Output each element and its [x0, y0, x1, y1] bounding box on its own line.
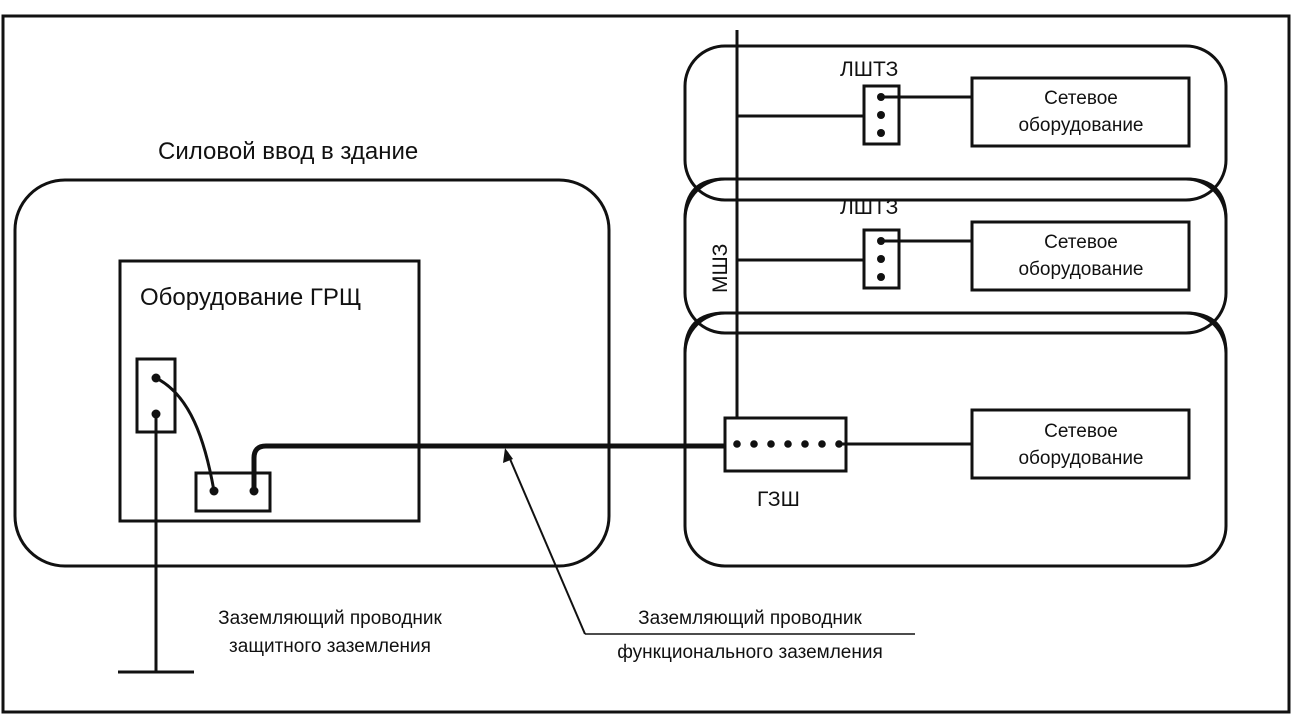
lsht-1-contact-3 [877, 129, 885, 137]
network-equipment-3-line1: Сетевое [1044, 421, 1118, 442]
lsht-1-contact-2 [877, 111, 885, 119]
protective-ground-label-line1: Заземляющий проводник [218, 608, 442, 629]
rack-section-3-top [683, 311, 1228, 354]
lsht-label-1: ЛШТЗ [840, 58, 898, 81]
rack-section-1 [683, 44, 1228, 202]
gzsh-contact-2 [750, 440, 758, 448]
building-input-area [13, 178, 611, 568]
lsht-label-2: ЛШТЗ [840, 196, 898, 219]
grsh-equipment-label: Оборудование ГРЩ [140, 284, 361, 311]
functional-ground-label-line2: функционального заземления [617, 642, 883, 663]
functional-ground-pointer-arrowhead [503, 448, 513, 463]
pe-to-bus-link [155, 376, 216, 492]
grsh-equipment-box [118, 259, 421, 523]
lsht-2-contact-2 [877, 255, 885, 263]
functional-ground-conductor [251, 443, 734, 491]
functional-ground-label-line1: Заземляющий проводник [638, 608, 862, 629]
lsht-2-contact-3 [877, 273, 885, 281]
gzsh-contact-4 [784, 440, 792, 448]
grsh-bus-bar [194, 471, 272, 513]
network-equipment-2-line1: Сетевое [1044, 232, 1118, 253]
gzsh-contact-3 [767, 440, 775, 448]
network-equipment-3-line2: оборудование [1018, 448, 1143, 469]
network-equipment-box-1 [970, 76, 1191, 148]
network-equipment-2-line2: оборудование [1018, 259, 1143, 280]
network-equipment-box-3 [970, 408, 1191, 480]
functional-ground-pointer [506, 451, 586, 635]
outer-frame [1, 14, 1291, 714]
gzsh-contact-1 [733, 440, 741, 448]
network-equipment-box-2 [970, 220, 1191, 292]
network-equipment-1-line1: Сетевое [1044, 88, 1118, 109]
building-input-title: Силовой ввод в здание [158, 138, 418, 165]
gzsh-contact-5 [801, 440, 809, 448]
protective-ground-label-line2: защитного заземления [229, 636, 431, 657]
ms-label: МШЗ [709, 244, 732, 293]
rack-section-2-top [683, 177, 1228, 220]
gzsh-contact-6 [818, 440, 826, 448]
gzsh-label: ГЗШ [757, 488, 800, 511]
network-equipment-1-line2: оборудование [1018, 115, 1143, 136]
